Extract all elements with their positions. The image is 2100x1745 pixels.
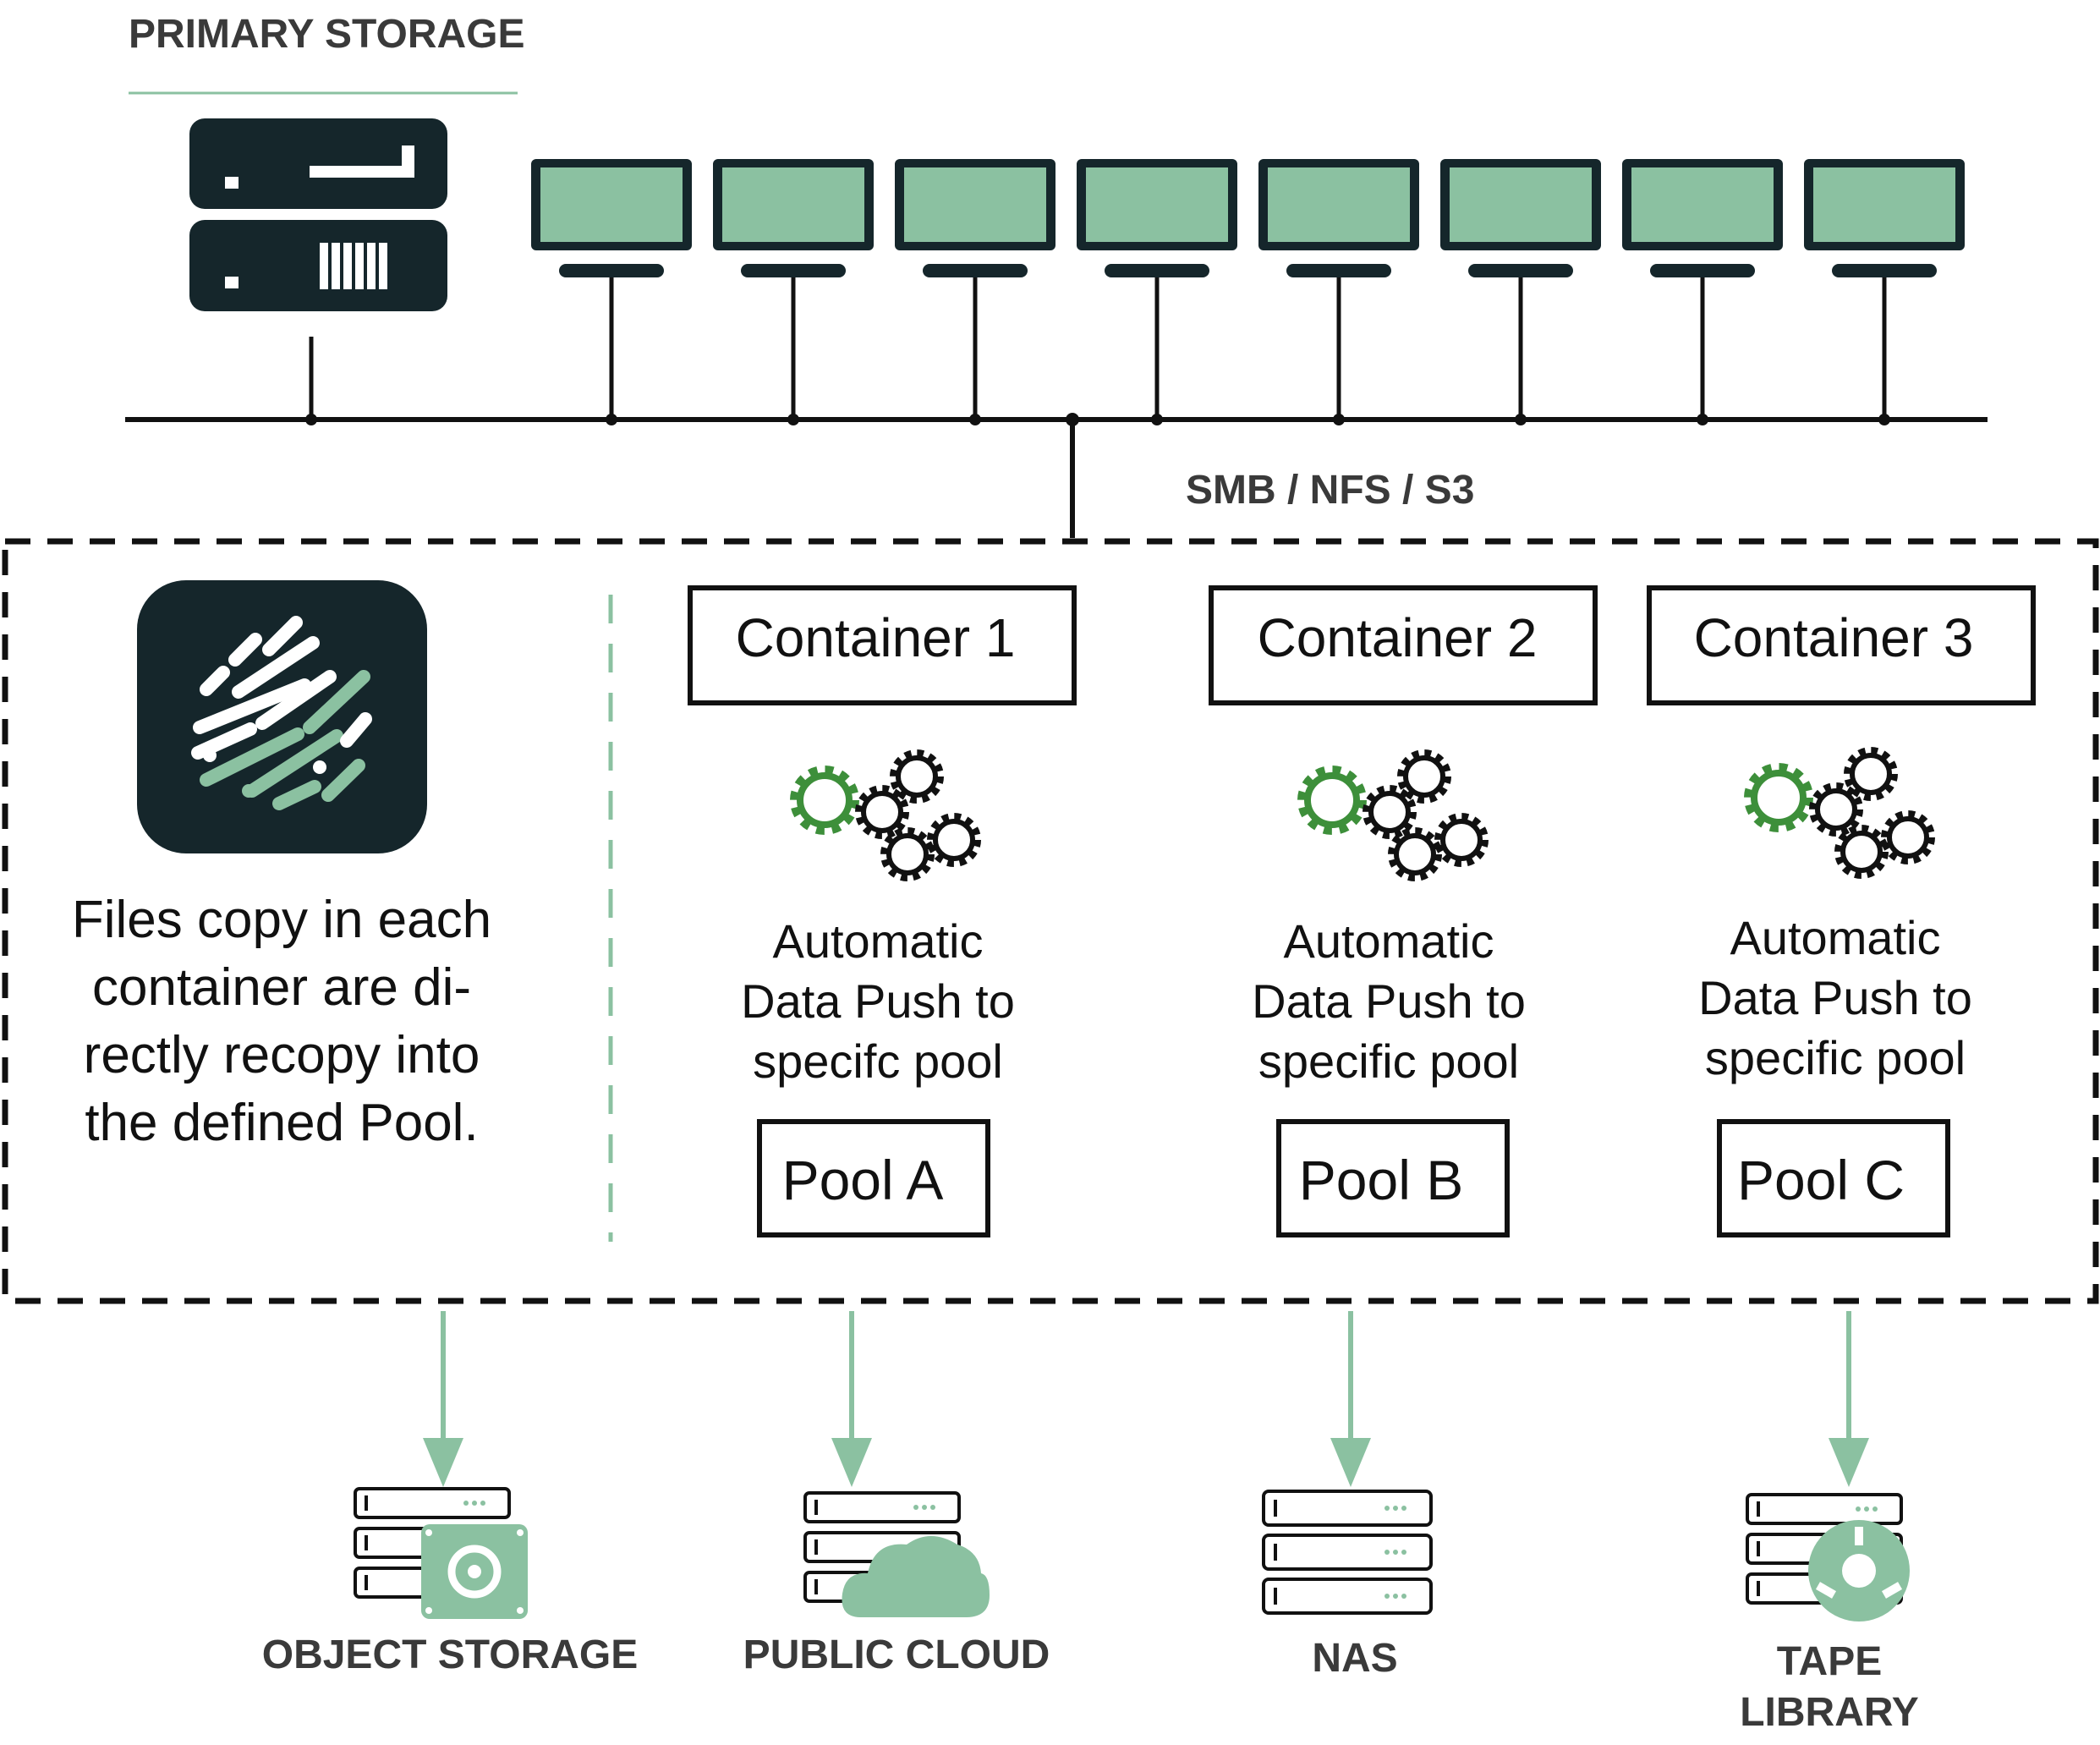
monitor-icon (1622, 159, 1783, 425)
destination-label: TAPE (1777, 1639, 1882, 1684)
pool-box (757, 1119, 990, 1237)
caption-line: specific pool (1705, 1031, 1966, 1084)
container-label: Container 3 (1694, 607, 1974, 668)
caption-line: specifc pool (753, 1034, 1003, 1088)
container-box (688, 585, 1077, 705)
destination-label: PUBLIC CLOUD (743, 1633, 1050, 1677)
arrow-down-icon (1829, 1311, 1869, 1487)
gears-icon (1751, 753, 1929, 873)
pool-label: Pool A (782, 1149, 944, 1211)
nas-icon (1262, 1490, 1433, 1615)
pool-label: Pool B (1299, 1149, 1463, 1211)
caption-line: Data Push to (1698, 971, 1972, 1024)
monitor-icon (1804, 159, 1965, 425)
container-box (1209, 585, 1598, 705)
object-storage-icon (354, 1487, 528, 1619)
container-label: Container 1 (736, 607, 1016, 668)
monitor-icon (531, 159, 692, 425)
container-label: Container 2 (1258, 607, 1538, 668)
caption-line: Data Push to (741, 974, 1015, 1028)
caption-line: Automatic (773, 914, 984, 968)
description-line: the defined Pool. (85, 1094, 478, 1152)
workstations (531, 159, 1965, 425)
tape-library-icon (1746, 1493, 1910, 1622)
arrow-down-icon (423, 1311, 463, 1487)
output-arrows (423, 1311, 1869, 1487)
monitor-icon (1258, 159, 1419, 425)
pool-box (1717, 1119, 1950, 1237)
caption-line: Data Push to (1252, 974, 1526, 1028)
monitor-icon (895, 159, 1055, 425)
description-line: rectly recopy into (84, 1026, 480, 1084)
server-icon (189, 118, 447, 425)
pool-box (1276, 1119, 1510, 1237)
description-line: Files copy in each (72, 891, 491, 949)
appliance-boundary (2, 538, 2099, 1304)
container-column-2: Container 2 Automatic Data Push to speci… (1209, 585, 1598, 1237)
monitor-icon (713, 159, 874, 425)
gears-icon (1304, 755, 1483, 875)
destination-label: LIBRARY (1740, 1690, 1919, 1735)
destination-label: NAS (1312, 1636, 1397, 1681)
protocol-label: SMB / NFS / S3 (1186, 468, 1474, 513)
monitor-icon (1440, 159, 1601, 425)
description-text: Files copy in each container are di- rec… (72, 891, 491, 1152)
arrow-down-icon (831, 1311, 872, 1487)
monitor-icon (1077, 159, 1237, 425)
arrow-down-icon (1330, 1311, 1371, 1487)
caption-line: specific pool (1258, 1034, 1519, 1088)
description-line: container are di- (92, 958, 471, 1017)
gears-icon (797, 755, 975, 875)
container-column-1: Container 1 Automatic Data Push to speci… (688, 585, 1077, 1237)
container-box (1647, 585, 2036, 705)
primary-storage-title: PRIMARY STORAGE (129, 12, 525, 57)
app-logo-icon (137, 580, 427, 853)
caption-line: Automatic (1284, 914, 1494, 968)
pool-label: Pool C (1737, 1149, 1905, 1211)
public-cloud-icon (803, 1491, 990, 1617)
container-column-3: Container 3 Automatic Data Push to speci… (1647, 585, 2036, 1237)
caption-line: Automatic (1730, 911, 1941, 964)
destination-label: OBJECT STORAGE (262, 1633, 639, 1677)
